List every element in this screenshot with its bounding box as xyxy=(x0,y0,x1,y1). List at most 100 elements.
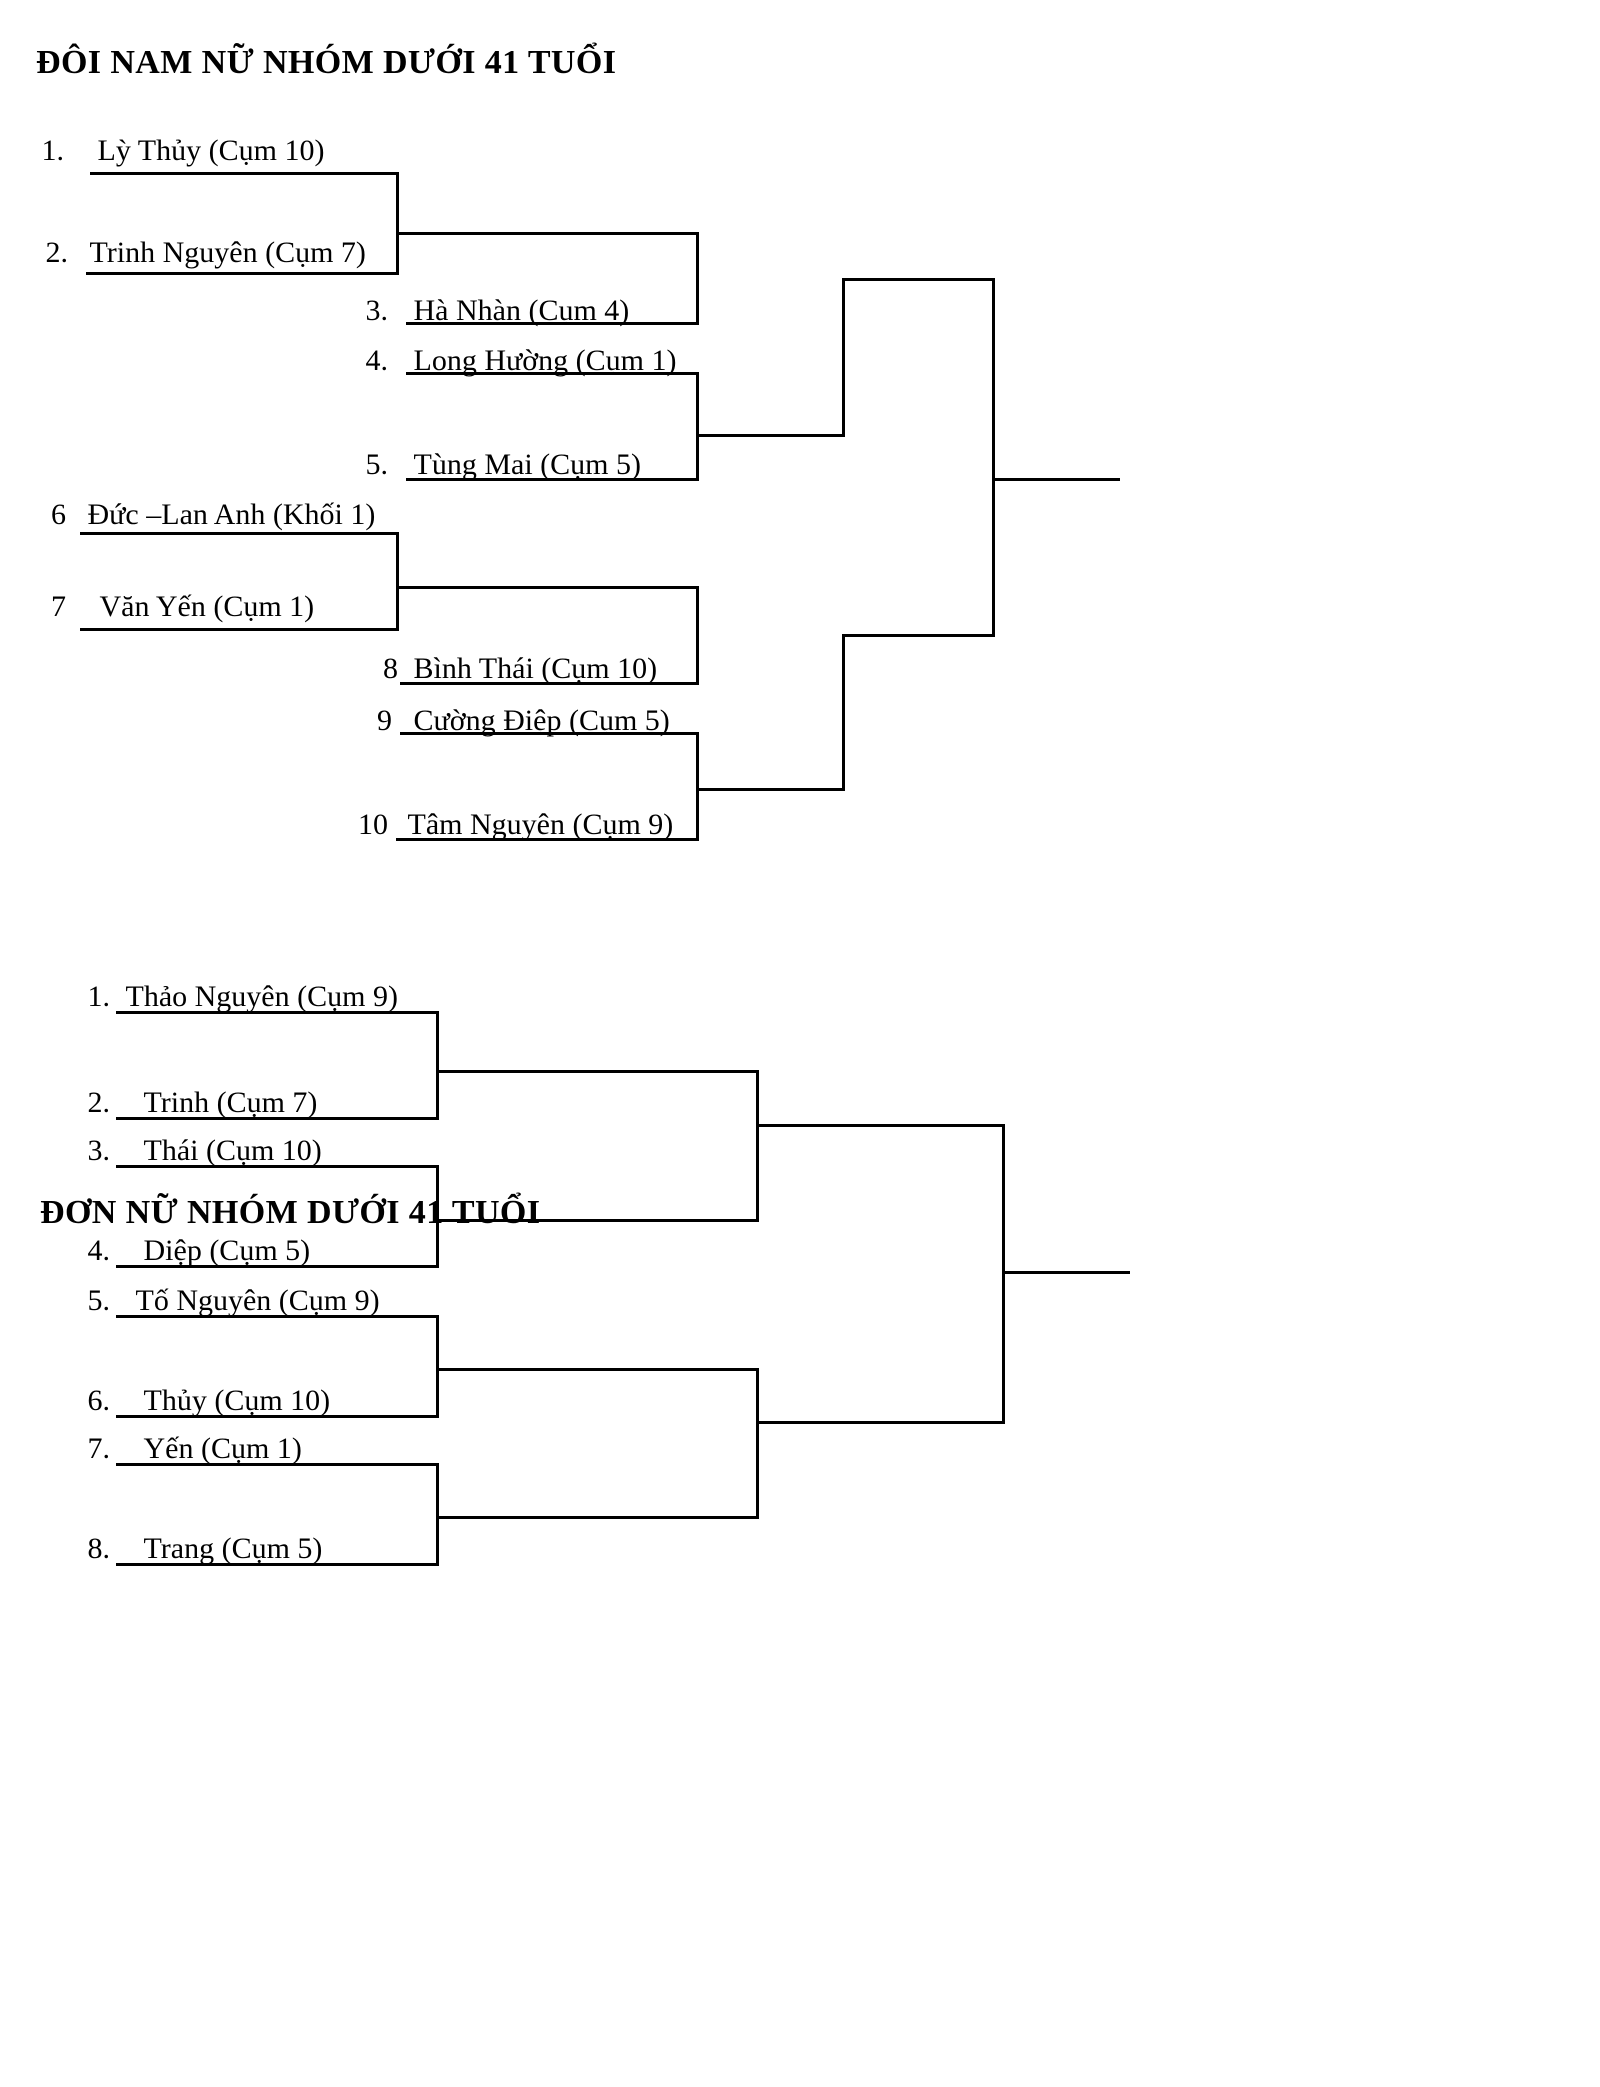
bracket-connector xyxy=(756,1421,1004,1424)
bracket-connector xyxy=(696,732,699,841)
bracket-connector xyxy=(696,434,844,437)
bracket-connector xyxy=(696,372,699,481)
bracket-connector xyxy=(842,634,994,637)
seed-number: 5. xyxy=(365,448,389,481)
seed-number: 7. xyxy=(87,1432,111,1465)
bracket-connector xyxy=(696,586,699,685)
seed-underline xyxy=(406,322,698,325)
seed-underline xyxy=(400,682,698,685)
seed-row: 5. Tố Nguyên (Cụm 9) xyxy=(84,1286,380,1316)
bracket-connector xyxy=(756,1368,759,1519)
seed-row: 1. Thảo Nguyên (Cụm 9) xyxy=(84,982,398,1012)
seed-underline xyxy=(116,1463,438,1466)
bracket-connector xyxy=(1002,1124,1005,1424)
seed-underline xyxy=(80,532,398,535)
seed-name: Cường Điệp (Cụm 5) xyxy=(413,704,670,737)
bracket-connector xyxy=(842,634,845,791)
seed-number: 9 xyxy=(377,704,392,737)
seed-name: Hà Nhàn (Cụm 4) xyxy=(413,294,630,327)
seed-underline xyxy=(406,478,698,481)
seed-underline xyxy=(80,628,398,631)
bracket-connector xyxy=(436,1516,758,1519)
section-title-doi-nam-nu: ĐÔI NAM NỮ NHÓM DƯỚI 41 TUỔI xyxy=(36,44,617,81)
bracket-connector xyxy=(696,232,699,325)
seed-name: Đức –Lan Anh (Khối 1) xyxy=(87,498,376,531)
bracket-connector xyxy=(756,1070,759,1222)
seed-number: 2. xyxy=(87,1086,111,1119)
seed-name: Thảo Nguyên (Cụm 9) xyxy=(125,980,398,1013)
bracket-connector xyxy=(436,1070,758,1073)
seed-number: 7 xyxy=(51,590,66,623)
seed-row: 8. Trang (Cụm 5) xyxy=(84,1532,323,1565)
seed-underline xyxy=(406,372,698,375)
seed-number: 1. xyxy=(87,980,111,1013)
seed-underline xyxy=(116,1415,438,1418)
bracket-connector xyxy=(992,278,995,637)
seed-underline xyxy=(90,172,398,175)
seed-row: 4. Long Hường (Cụm 1) xyxy=(362,344,677,377)
seed-row: 8 Bình Thái (Cụm 10) xyxy=(372,654,657,684)
seed-name: Bình Thái (Cụm 10) xyxy=(413,652,658,685)
seed-number: 6. xyxy=(87,1384,111,1417)
final-output-line xyxy=(992,478,1120,481)
seed-row: 10 Tâm Nguyên (Cụm 9) xyxy=(356,810,673,840)
seed-number: 4. xyxy=(365,344,389,377)
seed-name: Thủy (Cụm 10) xyxy=(143,1384,331,1417)
seed-name: Long Hường (Cụm 1) xyxy=(413,344,677,377)
bracket-connector xyxy=(436,1463,439,1566)
seed-row: 7 Văn Yến (Cụm 1) xyxy=(40,592,314,622)
seed-row: 3. Hà Nhàn (Cụm 4) xyxy=(362,294,630,327)
bracket-connector xyxy=(396,172,399,275)
seed-number: 4. xyxy=(87,1234,111,1267)
seed-number: 6 xyxy=(51,498,66,531)
seed-number: 5. xyxy=(87,1284,111,1317)
seed-name: Trinh Nguyên (Cụm 7) xyxy=(89,236,366,269)
bracket-connector xyxy=(396,532,399,631)
seed-underline xyxy=(116,1265,438,1268)
seed-number: 3. xyxy=(365,294,389,327)
seed-row: 2. Trinh Nguyên (Cụm 7) xyxy=(42,238,366,268)
bracket-connector xyxy=(436,1011,439,1120)
bracket-connector xyxy=(436,1219,758,1222)
bracket-connector xyxy=(436,1315,439,1418)
seed-underline xyxy=(116,1165,438,1168)
seed-name: Trang (Cụm 5) xyxy=(143,1532,323,1565)
seed-number: 2. xyxy=(45,236,69,269)
seed-number: 8 xyxy=(383,652,398,685)
bracket-connector xyxy=(696,788,844,791)
section-title-don-nu: ĐƠN NỮ NHÓM DƯỚI 41 TUỔI xyxy=(40,1194,541,1231)
seed-underline xyxy=(116,1315,438,1318)
bracket-connector xyxy=(396,232,698,235)
final-output-line xyxy=(1002,1271,1130,1274)
seed-row: 2. Trinh (Cụm 7) xyxy=(84,1086,318,1119)
seed-row: 7. Yến (Cụm 1) xyxy=(84,1434,302,1464)
seed-underline xyxy=(396,838,698,841)
seed-name: Tâm Nguyên (Cụm 9) xyxy=(407,808,674,841)
seed-name: Thái (Cụm 10) xyxy=(143,1134,322,1167)
seed-name: Trinh (Cụm 7) xyxy=(143,1086,318,1119)
seed-name: Văn Yến (Cụm 1) xyxy=(99,590,315,623)
bracket-connector xyxy=(842,278,845,437)
seed-number: 10 xyxy=(358,808,388,841)
seed-number: 3. xyxy=(87,1134,111,1167)
bracket-connector xyxy=(756,1124,1004,1127)
seed-underline xyxy=(400,732,698,735)
bracket-connector xyxy=(842,278,994,281)
seed-row: 6 Đức –Lan Anh (Khối 1) xyxy=(40,500,375,530)
seed-row: 6. Thủy (Cụm 10) xyxy=(84,1384,331,1417)
seed-name: Tùng Mai (Cụm 5) xyxy=(413,448,641,481)
seed-number: 8. xyxy=(87,1532,111,1565)
seed-underline xyxy=(116,1563,438,1566)
seed-underline xyxy=(116,1117,438,1120)
seed-row: 9 Cường Điệp (Cụm 5) xyxy=(366,706,670,736)
seed-name: Diệp (Cụm 5) xyxy=(143,1234,311,1267)
seed-row: 4. Diệp (Cụm 5) xyxy=(84,1234,311,1267)
bracket-connector xyxy=(396,586,698,589)
seed-name: Tố Nguyên (Cụm 9) xyxy=(135,1284,380,1317)
seed-row: 5. Tùng Mai (Cụm 5) xyxy=(362,450,641,480)
bracket-connector xyxy=(436,1368,758,1371)
seed-name: Lỳ Thủy (Cụm 10) xyxy=(97,134,325,167)
seed-underline xyxy=(116,1011,438,1014)
seed-number: 1. xyxy=(41,134,65,167)
